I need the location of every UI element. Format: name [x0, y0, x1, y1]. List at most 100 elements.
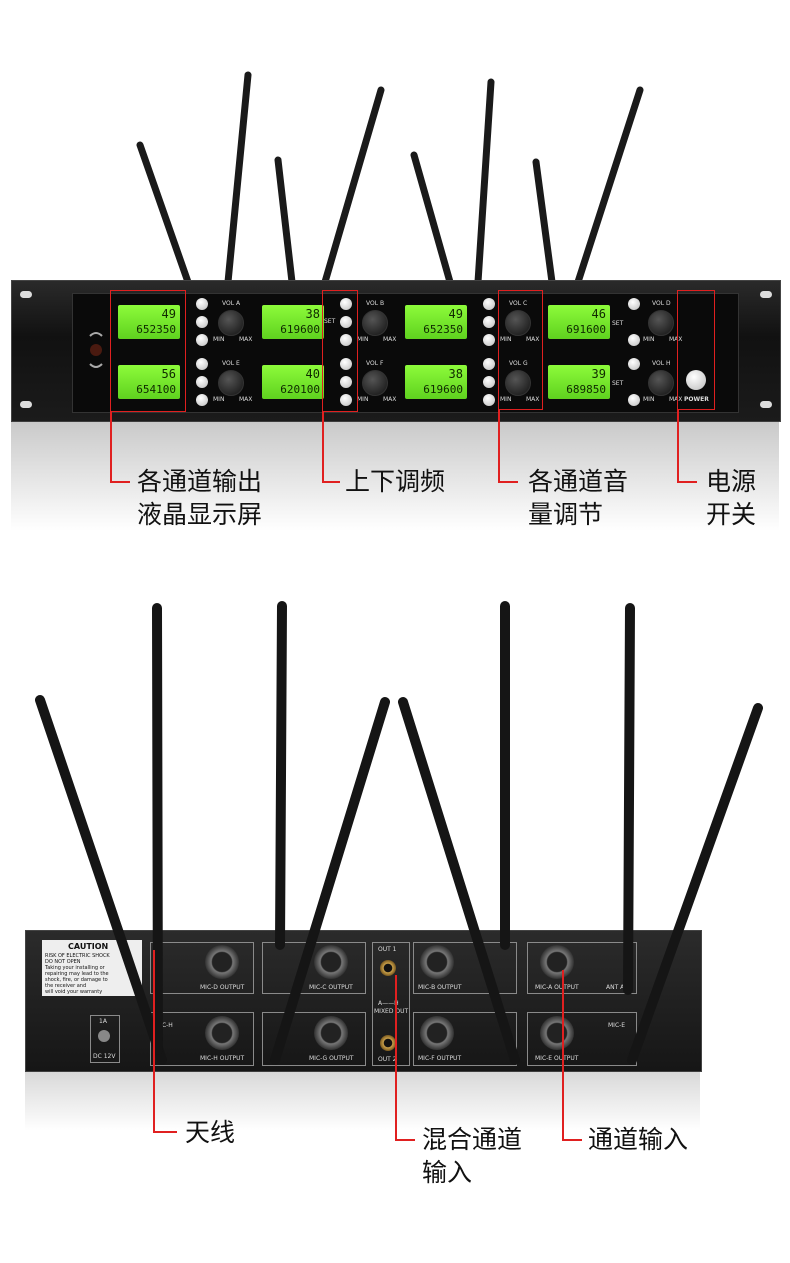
dc-jack[interactable] [98, 1030, 110, 1042]
power-highlight-box [677, 290, 715, 410]
freq-up-button[interactable] [483, 298, 495, 310]
min-label: MIN [643, 336, 655, 343]
freq-up-button[interactable] [196, 358, 208, 370]
lcd-frequency: 652350 [423, 323, 463, 336]
freq-up-button[interactable] [628, 298, 640, 310]
rear-reflection [25, 1071, 700, 1131]
vol-label: VOL G [509, 360, 528, 367]
freq-down-button[interactable] [196, 394, 208, 406]
mic-h-label: MIC-H [155, 1022, 173, 1029]
lcd-channel: 49 [448, 307, 463, 321]
dc-label: DC 12V [93, 1053, 116, 1060]
lcd-channel: 56 [161, 367, 176, 381]
set-button[interactable] [196, 316, 208, 328]
lcd-frequency: 619600 [280, 323, 320, 336]
freq-down-button[interactable] [340, 334, 352, 346]
lcd-frequency: 654100 [136, 383, 176, 396]
ir-sensor-icon [86, 328, 106, 372]
mixed-out-jack-1[interactable] [380, 960, 396, 976]
lcd-channel: 46 [591, 307, 606, 321]
lcd-frequency: 691600 [566, 323, 606, 336]
mic-output-label: MIC-B OUTPUT [418, 984, 462, 991]
max-label: MAX [669, 396, 683, 403]
freq-down-button[interactable] [628, 334, 640, 346]
mic-output-label: MIC-H OUTPUT [200, 1055, 245, 1062]
leader-line [322, 412, 324, 482]
lcd-channel: 38 [305, 307, 320, 321]
mic-output-label: MIC-C OUTPUT [309, 984, 353, 991]
lcd-channel: 38 [448, 367, 463, 381]
max-label: MAX [383, 396, 397, 403]
xlr-output-h[interactable] [205, 1016, 239, 1050]
caution-line: Taking your installing or [45, 965, 105, 971]
power-button[interactable] [686, 370, 706, 390]
set-label: SET [612, 320, 624, 327]
xlr-output-f[interactable] [420, 1016, 454, 1050]
freq-down-button[interactable] [196, 334, 208, 346]
set-button[interactable] [340, 316, 352, 328]
callout-freq-text: 上下调频 [345, 467, 446, 496]
caution-line: repairing may lead to the [45, 971, 109, 977]
min-label: MIN [643, 396, 655, 403]
callout-mixed-line2: 输入 [422, 1158, 473, 1187]
rear-section-f [413, 1012, 517, 1066]
vol-label: VOL H [652, 360, 671, 367]
vol-label: VOL F [366, 360, 384, 367]
leader-line [677, 481, 697, 483]
set-button[interactable] [196, 376, 208, 388]
volume-knob[interactable] [362, 310, 388, 336]
min-label: MIN [213, 396, 225, 403]
callout-lcd-line2: 液晶显示屏 [137, 500, 263, 529]
min-label: MIN [213, 336, 225, 343]
volume-knob[interactable] [648, 310, 674, 336]
xlr-output-c[interactable] [314, 945, 348, 979]
volume-knob[interactable] [505, 310, 531, 336]
volume-knob[interactable] [218, 310, 244, 336]
freq-down-button[interactable] [340, 394, 352, 406]
callout-volume: 各通道音 量调节 [528, 465, 628, 531]
rear-section-b [413, 942, 517, 994]
mic-output-label: MIC-F OUTPUT [418, 1055, 462, 1062]
volume-knob[interactable] [362, 370, 388, 396]
volume-knob[interactable] [505, 370, 531, 396]
callout-channel-in-text: 通道输入 [588, 1125, 689, 1154]
fuse-label: 1A [99, 1018, 107, 1025]
set-button[interactable] [483, 376, 495, 388]
callout-volume-line2: 量调节 [528, 500, 604, 529]
freq-up-button[interactable] [483, 358, 495, 370]
front-antennas [136, 71, 644, 286]
xlr-output-g[interactable] [314, 1016, 348, 1050]
freq-up-button[interactable] [340, 358, 352, 370]
mixed-out-jack-2[interactable] [380, 1035, 396, 1051]
vol-label: VOL E [222, 360, 240, 367]
freq-down-button[interactable] [483, 394, 495, 406]
volume-knob[interactable] [218, 370, 244, 396]
lcd-display: 46 691600 [548, 305, 610, 339]
lcd-frequency: 689850 [566, 383, 606, 396]
callout-mixed-line1: 混合通道 [422, 1125, 523, 1154]
rear-section-a [527, 942, 637, 994]
rear-section-g [262, 1012, 366, 1066]
freq-down-button[interactable] [628, 394, 640, 406]
max-label: MAX [383, 336, 397, 343]
xlr-output-d[interactable] [205, 945, 239, 979]
caution-line: DO NOT OPEN [45, 959, 81, 965]
caution-title: CAUTION [68, 942, 109, 951]
dc-input-section: 1A DC 12V [90, 1015, 120, 1063]
rear-antennas [35, 601, 763, 1065]
freq-down-button[interactable] [483, 334, 495, 346]
leader-line [562, 1139, 582, 1141]
callout-antenna-text: 天线 [185, 1118, 236, 1147]
xlr-output-e[interactable] [540, 1016, 574, 1050]
set-button[interactable] [340, 376, 352, 388]
min-label: MIN [357, 396, 369, 403]
set-button[interactable] [483, 316, 495, 328]
freq-up-button[interactable] [340, 298, 352, 310]
xlr-output-b[interactable] [420, 945, 454, 979]
xlr-output-a[interactable] [540, 945, 574, 979]
freq-up-button[interactable] [628, 358, 640, 370]
volume-knob[interactable] [648, 370, 674, 396]
freq-up-button[interactable] [196, 298, 208, 310]
